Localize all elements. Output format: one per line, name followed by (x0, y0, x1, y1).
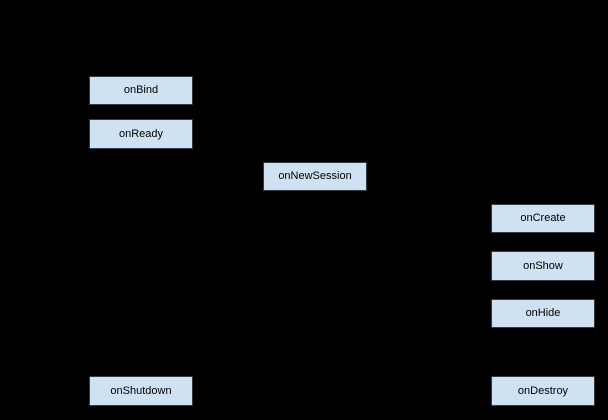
node-onshutdown: onShutdown (89, 376, 193, 406)
node-onshow: onShow (491, 251, 595, 281)
node-ondestroy: onDestroy (491, 376, 595, 406)
node-oncreate: onCreate (491, 204, 595, 233)
node-onbind: onBind (89, 76, 193, 105)
node-onhide: onHide (491, 299, 595, 328)
node-onnewsession: onNewSession (263, 162, 367, 191)
node-onready: onReady (89, 119, 193, 149)
